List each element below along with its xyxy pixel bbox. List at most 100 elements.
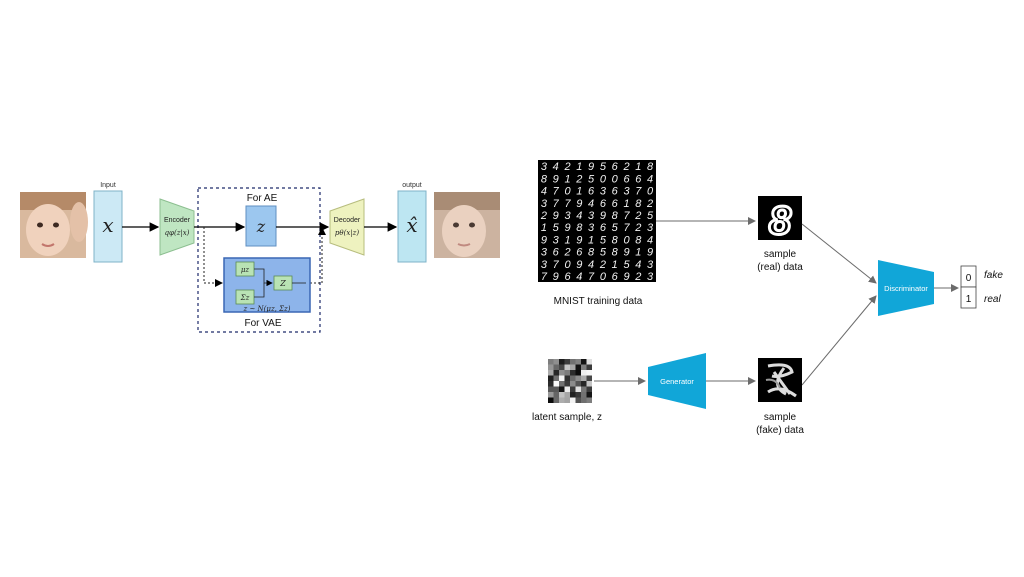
mnist-digit: 5	[588, 173, 595, 185]
noise-cell	[570, 397, 576, 403]
noise-cell	[581, 359, 587, 365]
mnist-digit: 7	[588, 271, 595, 283]
mnist-digit: 9	[647, 247, 653, 259]
mnist-digit: 9	[553, 173, 559, 185]
output-0-text: 0	[966, 273, 972, 284]
mnist-digit: 6	[612, 186, 619, 198]
noise-cell	[570, 359, 576, 365]
real-label: real	[984, 294, 1001, 305]
discriminator-shape	[878, 260, 934, 316]
noise-cell	[581, 364, 587, 370]
input-face-image	[20, 192, 88, 258]
noise-cell	[559, 375, 565, 381]
noise-cell	[564, 364, 570, 370]
input-label: Input	[100, 182, 116, 189]
mnist-digit: 8	[647, 161, 654, 173]
latent-z-box	[245, 205, 277, 247]
noise-cell	[548, 375, 554, 381]
arrow-fake-discriminator	[801, 295, 877, 386]
mnist-digit: 9	[564, 222, 570, 234]
noise-cell	[548, 392, 554, 398]
noise-cell	[575, 381, 581, 387]
mnist-digit: 7	[541, 271, 548, 283]
noise-cell	[581, 375, 587, 381]
mnist-digit: 0	[612, 173, 619, 185]
noise-cell	[570, 386, 576, 392]
mnist-digit: 9	[553, 271, 559, 283]
real-sample-digit: 8	[769, 199, 792, 243]
noise-cell	[548, 397, 554, 403]
mnist-digit: 4	[576, 271, 582, 283]
noise-cell	[564, 375, 570, 381]
mnist-digit: 9	[553, 210, 559, 222]
noise-cell	[575, 370, 581, 376]
decoder-formula: pθ(x|z)	[335, 229, 359, 237]
noise-cell	[570, 370, 576, 376]
noise-cell	[586, 375, 592, 381]
mnist-digit: 1	[635, 247, 641, 259]
noise-cell	[586, 386, 592, 392]
mnist-digit: 4	[588, 259, 594, 271]
mu-label: μz	[241, 266, 250, 274]
mnist-digit: 8	[612, 247, 619, 259]
mnist-digit: 8	[612, 210, 619, 222]
output-var: x̂	[406, 213, 417, 237]
mnist-digit: 7	[564, 198, 571, 210]
mnist-digit: 0	[564, 259, 571, 271]
mnist-digit: 7	[635, 186, 642, 198]
noise-cell	[553, 392, 559, 398]
mnist-digit: 4	[588, 198, 594, 210]
encoder-label: Encoder	[164, 217, 191, 224]
mnist-digit: 3	[541, 161, 548, 173]
noise-cell	[559, 364, 565, 370]
dashed-latent-region	[197, 187, 321, 333]
ae-vae-diagram: Input x Encoder qφ(z|x) For AE z μz Σz Z	[20, 182, 500, 333]
mnist-digit: 8	[541, 173, 548, 185]
mnist-digit: 0	[647, 186, 654, 198]
mnist-digit: 2	[646, 198, 653, 210]
noise-cell	[575, 375, 581, 381]
mnist-digit: 5	[612, 222, 619, 234]
mnist-digit: 6	[588, 186, 595, 198]
input-box	[93, 190, 123, 263]
mnist-digit: 9	[623, 271, 629, 283]
noise-cell	[586, 397, 592, 403]
mnist-digit: 5	[600, 234, 607, 246]
mnist-digit: 4	[576, 210, 582, 222]
mnist-digit: 9	[588, 161, 594, 173]
mnist-digit: 8	[588, 247, 595, 259]
mnist-label: MNIST training data	[554, 296, 643, 307]
noise-cell	[559, 392, 565, 398]
noise-cell	[575, 386, 581, 392]
noise-cell	[581, 392, 587, 398]
mnist-grid-image	[538, 160, 656, 282]
mnist-digit: 8	[612, 234, 619, 246]
noise-cell	[586, 392, 592, 398]
mnist-digit: 4	[647, 173, 653, 185]
output-1-box	[960, 286, 977, 309]
mnist-digit: 2	[634, 210, 641, 222]
noise-cell	[575, 392, 581, 398]
arrow-mu-z	[254, 268, 273, 287]
mnist-digit: 1	[623, 198, 629, 210]
arrow-real-discriminator	[801, 223, 877, 284]
mnist-digit: 6	[576, 247, 583, 259]
z-cell-label: Z	[279, 279, 286, 288]
encoder-formula: qφ(z|x)	[165, 229, 190, 237]
mnist-digit: 2	[634, 222, 641, 234]
mnist-digit: 7	[623, 210, 630, 222]
noise-cell	[570, 375, 576, 381]
mnist-digit: 0	[623, 234, 630, 246]
output-1-text: 1	[966, 294, 972, 305]
fake-sample-line1: sample	[764, 412, 797, 423]
noise-cell	[553, 364, 559, 370]
ae-label: For AE	[247, 193, 278, 204]
mnist-digit: 9	[576, 234, 582, 246]
mnist-digit: 3	[553, 234, 560, 246]
noise-cell	[553, 397, 559, 403]
mnist-digit: 0	[600, 271, 607, 283]
fake-sample-line2: (fake) data	[756, 425, 804, 436]
mnist-digit: 3	[541, 247, 548, 259]
mnist-digit: 1	[541, 222, 547, 234]
